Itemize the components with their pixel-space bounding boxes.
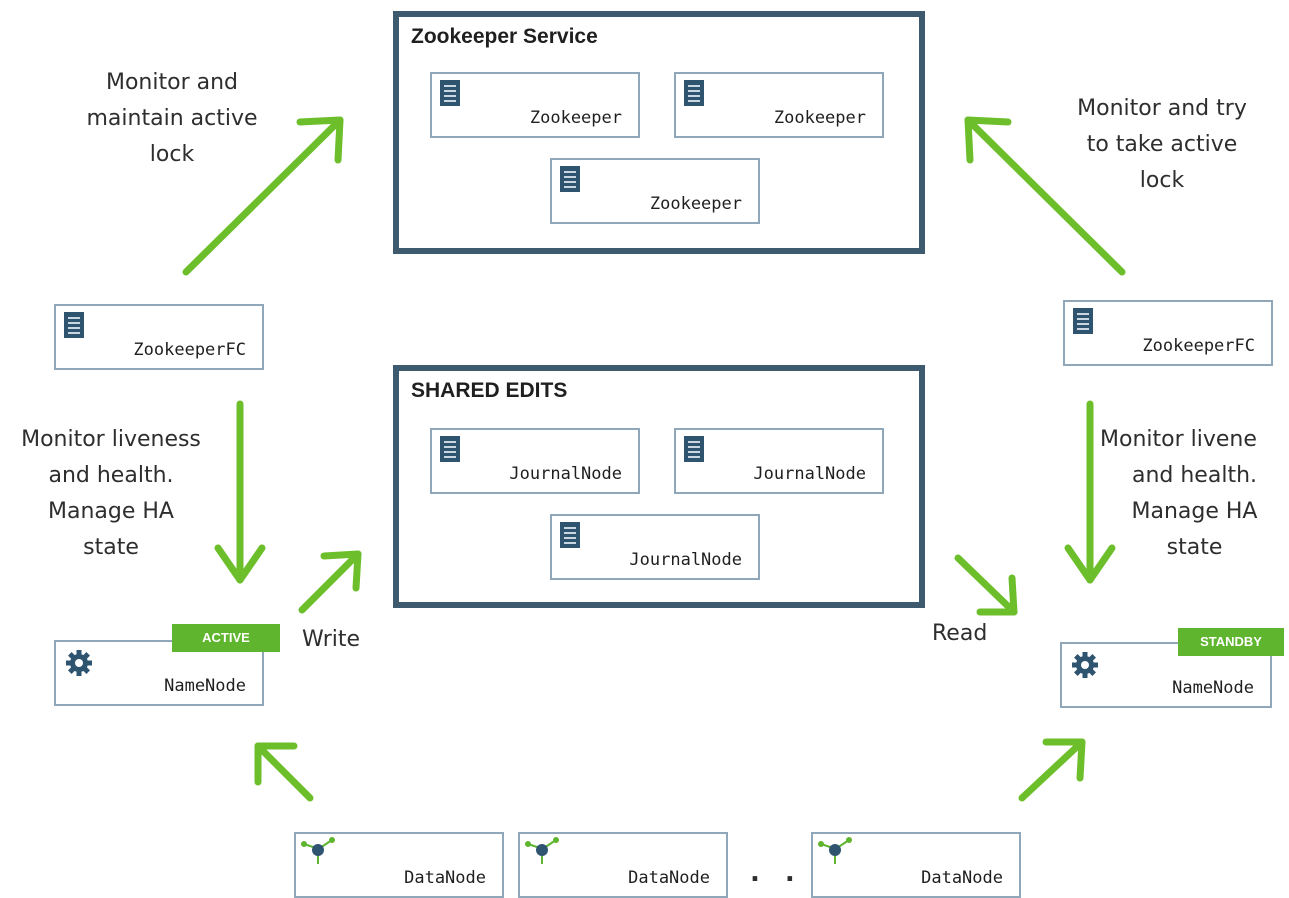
datanode-label: DataNode — [404, 868, 486, 888]
arrow-read-from-shared-edits — [954, 554, 1018, 616]
namenode-label: NameNode — [164, 676, 246, 696]
note-line: state — [83, 535, 139, 560]
server-icon — [560, 522, 580, 548]
server-icon — [440, 80, 460, 106]
note-line: Monitor liveness — [21, 427, 201, 452]
zookeeper-node-label: Zookeeper — [529, 108, 622, 128]
zookeeper-node-1[interactable]: Zookeeper — [430, 72, 640, 138]
journalnode-label: JournalNode — [753, 464, 866, 484]
journalnode-1[interactable]: JournalNode — [430, 428, 640, 494]
note-line: Monitor and — [105, 70, 238, 95]
left-zookeeper-note: Monitor and maintain active lock — [72, 65, 272, 173]
zookeeper-node-2[interactable]: Zookeeper — [674, 72, 884, 138]
datanode-icon — [525, 837, 559, 864]
standby-badge: STANDBY — [1178, 628, 1284, 656]
arrow-datanodes-to-standby-namenode — [1018, 738, 1086, 802]
zookeeper-node-3[interactable]: Zookeeper — [550, 158, 760, 224]
write-label: Write — [302, 627, 361, 652]
right-health-note: Monitor livene and health. Manage HA sta… — [1100, 422, 1289, 566]
datanode-label: DataNode — [921, 868, 1003, 888]
server-icon — [1073, 308, 1093, 334]
arrow-datanodes-to-active-namenode — [254, 742, 314, 802]
datanode-label: DataNode — [628, 868, 710, 888]
journalnode-2[interactable]: JournalNode — [674, 428, 884, 494]
shared-edits-title: SHARED EDITS — [411, 379, 568, 402]
gear-icon — [66, 650, 92, 676]
datanode-ellipsis: . . — [750, 858, 803, 888]
active-badge: ACTIVE — [172, 624, 280, 652]
note-line: maintain active — [86, 106, 258, 131]
left-health-note: Monitor liveness and health. Manage HA s… — [6, 422, 216, 566]
namenode-label: NameNode — [1172, 678, 1254, 698]
server-icon — [560, 166, 580, 192]
note-line: Monitor and try — [1077, 96, 1247, 121]
zookeeper-node-label: Zookeeper — [773, 108, 866, 128]
note-line: Manage HA — [1131, 499, 1258, 524]
datanode-2[interactable]: DataNode — [518, 832, 728, 898]
note-line: to take active — [1086, 132, 1238, 157]
journalnode-3[interactable]: JournalNode — [550, 514, 760, 580]
journalnode-label: JournalNode — [509, 464, 622, 484]
datanode-icon — [301, 837, 335, 864]
arrow-write-to-shared-edits — [298, 550, 362, 614]
note-line: and health. — [1131, 463, 1258, 488]
zookeeperfc-label: ZookeeperFC — [1142, 336, 1255, 356]
note-line: and health. — [48, 463, 174, 488]
read-label: Read — [932, 621, 988, 646]
left-zookeeperfc-node[interactable]: ZookeeperFC — [54, 304, 264, 370]
server-icon — [64, 312, 84, 338]
server-icon — [440, 436, 460, 462]
arrow-left-zkfc-to-namenode — [214, 400, 266, 584]
zookeeper-service-title: Zookeeper Service — [411, 25, 598, 48]
right-zookeeper-note: Monitor and try to take active lock — [1062, 91, 1262, 199]
note-line: Monitor livene — [1100, 427, 1257, 452]
note-line: state — [1166, 535, 1223, 560]
datanode-3[interactable]: DataNode — [811, 832, 1021, 898]
arrow-right-zkfc-to-namenode — [1064, 400, 1116, 584]
datanode-icon — [818, 837, 852, 864]
zookeeper-node-label: Zookeeper — [649, 194, 742, 214]
server-icon — [684, 80, 704, 106]
gear-icon — [1072, 652, 1098, 678]
note-line: Manage HA — [48, 499, 174, 524]
datanode-1[interactable]: DataNode — [294, 832, 504, 898]
note-line: lock — [1139, 168, 1185, 193]
arrow-right-zkfc-to-zookeeper — [964, 116, 1126, 276]
note-line: lock — [149, 142, 195, 167]
right-zookeeperfc-node[interactable]: ZookeeperFC — [1063, 300, 1273, 366]
zookeeperfc-label: ZookeeperFC — [133, 340, 246, 360]
server-icon — [684, 436, 704, 462]
arrow-left-zkfc-to-zookeeper — [182, 116, 344, 276]
journalnode-label: JournalNode — [629, 550, 742, 570]
